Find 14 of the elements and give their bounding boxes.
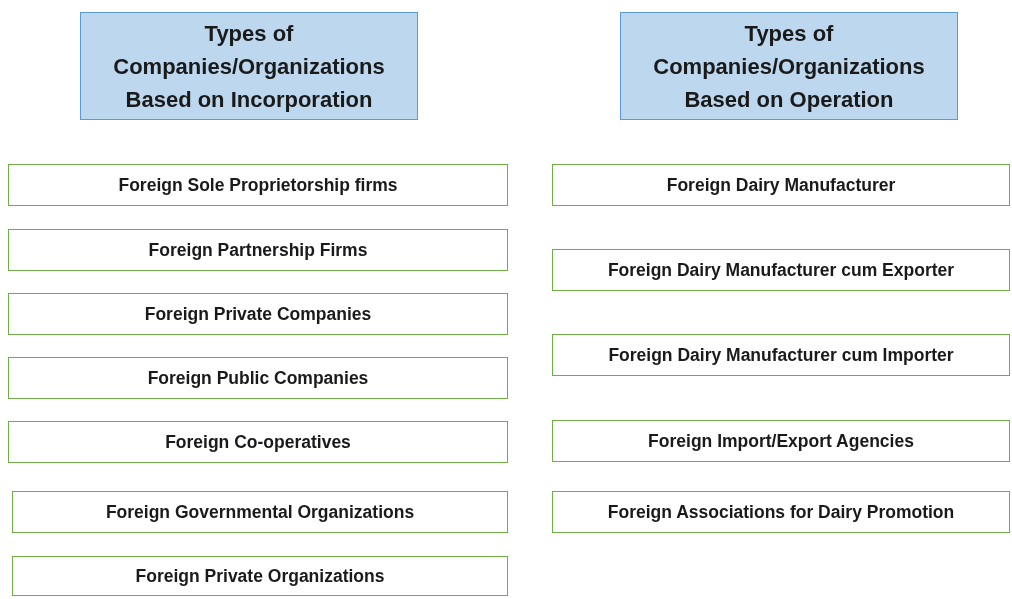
category-item-box: Foreign Co-operatives	[8, 421, 508, 463]
category-header-box: Types of Companies/Organizations Based on Operation	[620, 12, 958, 120]
category-item-box: Foreign Dairy Manufacturer	[552, 164, 1010, 206]
category-item-box: Foreign Private Organizations	[12, 556, 508, 596]
category-item-box: Foreign Dairy Manufacturer cum Exporter	[552, 249, 1010, 291]
category-item-box: Foreign Governmental Organizations	[12, 491, 508, 533]
category-item-box: Foreign Sole Proprietorship firms	[8, 164, 508, 206]
category-item-box: Foreign Partnership Firms	[8, 229, 508, 271]
category-header-box: Types of Companies/Organizations Based on Incorporation	[80, 12, 418, 120]
category-item-box: Foreign Associations for Dairy Promotion	[552, 491, 1010, 533]
category-item-box: Foreign Dairy Manufacturer cum Importer	[552, 334, 1010, 376]
category-item-box: Foreign Public Companies	[8, 357, 508, 399]
category-item-box: Foreign Private Companies	[8, 293, 508, 335]
category-item-box: Foreign Import/Export Agencies	[552, 420, 1010, 462]
